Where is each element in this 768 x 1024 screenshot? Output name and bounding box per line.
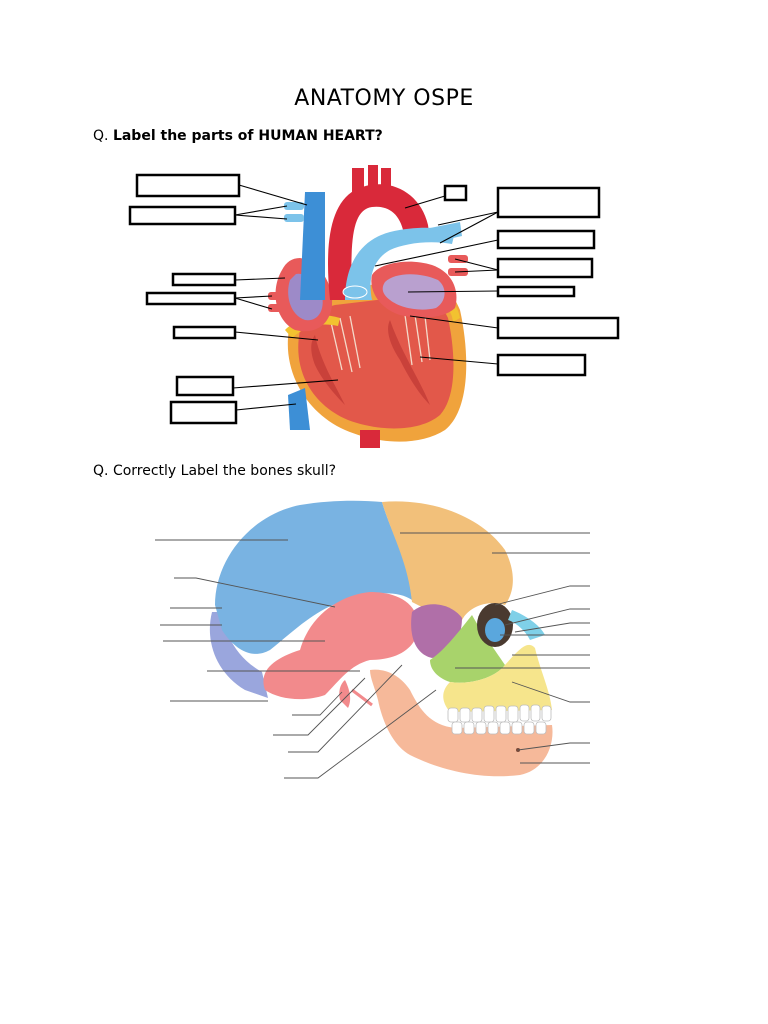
label-box[interactable] bbox=[172, 325, 237, 340]
superior-vena-cava bbox=[300, 192, 325, 300]
frontal-bone bbox=[382, 501, 513, 620]
brachiocephalic-artery bbox=[352, 168, 364, 196]
left-pulmonary-artery bbox=[430, 222, 462, 242]
right-pulmonary-artery bbox=[284, 214, 304, 222]
label-box[interactable] bbox=[443, 184, 468, 202]
aortic-arch bbox=[328, 184, 430, 300]
label-box[interactable] bbox=[169, 400, 238, 425]
question-heart: Q. Label the parts of HUMAN HEART? bbox=[93, 128, 383, 144]
right-ventricle-cavity bbox=[311, 335, 345, 405]
nasal-bone bbox=[508, 610, 545, 640]
label-box[interactable] bbox=[128, 205, 237, 226]
label-box[interactable] bbox=[496, 229, 596, 250]
pulmonary-trunk bbox=[345, 227, 455, 300]
label-box[interactable] bbox=[496, 316, 620, 340]
left-common-carotid-artery bbox=[368, 165, 378, 191]
aortic-valve bbox=[342, 285, 368, 299]
question-prefix: Q. bbox=[93, 463, 109, 479]
right-pulmonary-artery bbox=[284, 202, 304, 210]
skull-illustration bbox=[209, 500, 553, 777]
heart-leader-lines bbox=[232, 184, 499, 411]
mandible bbox=[370, 669, 553, 777]
label-box[interactable] bbox=[496, 257, 594, 279]
temporal-bone bbox=[263, 592, 419, 700]
styloid-process bbox=[351, 688, 373, 707]
skull-leader-lines bbox=[155, 532, 590, 779]
lacrimal-bone bbox=[485, 618, 505, 642]
zygomatic-bone bbox=[430, 615, 505, 683]
parietal-bone bbox=[215, 500, 412, 654]
label-box[interactable] bbox=[496, 353, 587, 377]
question-prefix: Q. bbox=[93, 128, 109, 144]
label-box[interactable] bbox=[171, 272, 237, 287]
question-text: Label the parts of HUMAN HEART? bbox=[112, 128, 383, 144]
right-pulmonary-vein bbox=[268, 304, 286, 312]
label-box[interactable] bbox=[175, 375, 235, 397]
left-subclavian-artery bbox=[381, 168, 391, 196]
heart-label-boxes bbox=[128, 173, 620, 425]
label-box[interactable] bbox=[496, 285, 576, 298]
teeth bbox=[447, 704, 552, 735]
chordae-tendineae bbox=[329, 314, 431, 373]
label-box[interactable] bbox=[135, 173, 241, 198]
left-ventricle-cavity bbox=[388, 320, 430, 405]
right-pulmonary-vein bbox=[268, 292, 286, 300]
question-skull: Q. Correctly Label the bones skull? bbox=[93, 463, 336, 479]
label-box[interactable] bbox=[145, 291, 237, 306]
page-title: ANATOMY OSPE bbox=[294, 86, 474, 111]
descending-aorta bbox=[360, 430, 380, 448]
inferior-vena-cava bbox=[288, 388, 310, 430]
question-text: Correctly Label the bones skull? bbox=[112, 463, 337, 479]
label-box[interactable] bbox=[496, 186, 601, 219]
heart-illustration bbox=[268, 165, 468, 448]
maxilla bbox=[443, 644, 552, 712]
